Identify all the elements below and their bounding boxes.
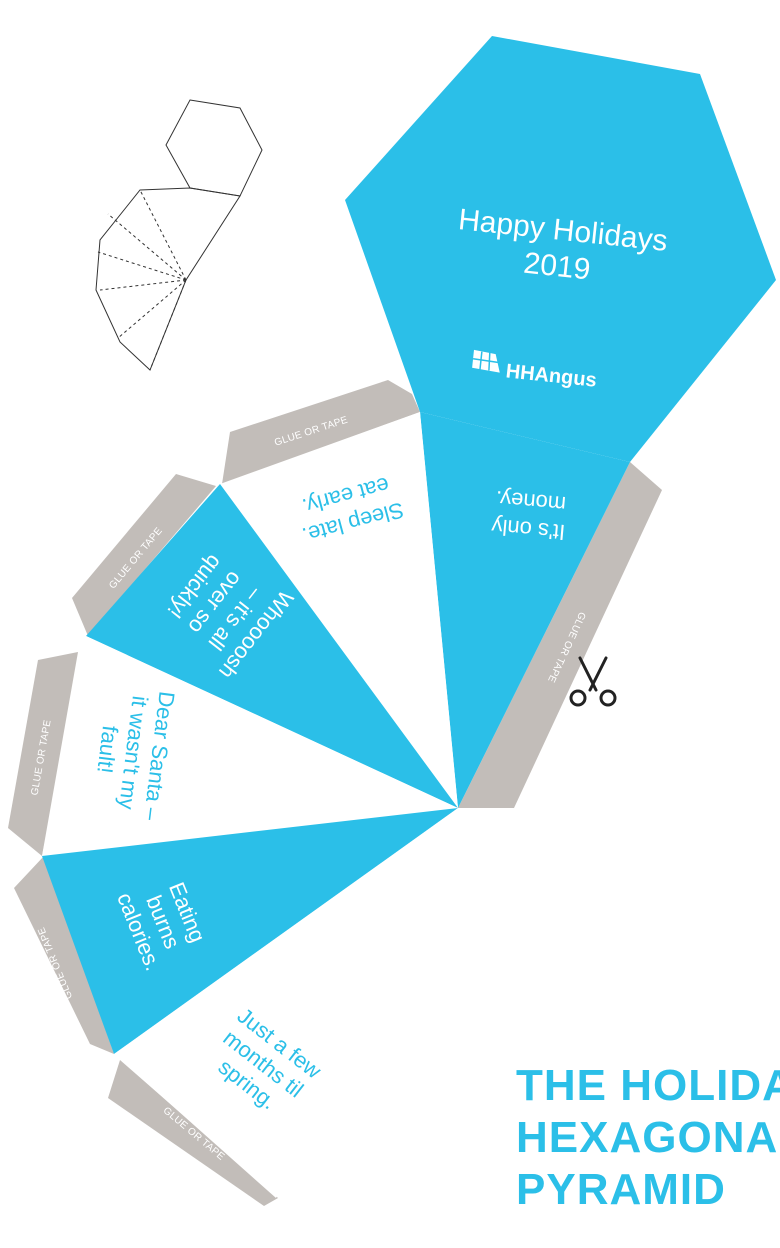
- title-line-2: HEXAGONAL: [516, 1113, 780, 1162]
- greeting-line-2: 2019: [522, 247, 592, 287]
- glue-tab-top: [222, 380, 420, 484]
- face-1: [420, 412, 630, 808]
- face-3: [86, 484, 458, 808]
- hexagon-top-face: [345, 36, 776, 462]
- pyramid-template-thumbnail-icon: [95, 99, 263, 371]
- face-4-line-3: fault!: [92, 724, 123, 774]
- glue-tab-upper-left: [72, 474, 216, 636]
- glue-tab-left: [8, 652, 78, 856]
- glue-tab-lower-left: [14, 856, 114, 1054]
- face-1-line-2: money.: [495, 486, 567, 517]
- face-2: [220, 412, 458, 808]
- title-line-1: THE HOLIDAY: [516, 1061, 780, 1110]
- face-6: [114, 808, 458, 1198]
- face-4: [42, 636, 458, 856]
- title-line-3: PYRAMID: [516, 1165, 726, 1214]
- face-5: [42, 808, 458, 1054]
- glue-tab-right: [458, 462, 662, 808]
- glue-tab-bottom: [108, 1060, 278, 1206]
- scissors-icon: [569, 656, 617, 707]
- face-5-text: Eating burns calories.: [112, 879, 210, 975]
